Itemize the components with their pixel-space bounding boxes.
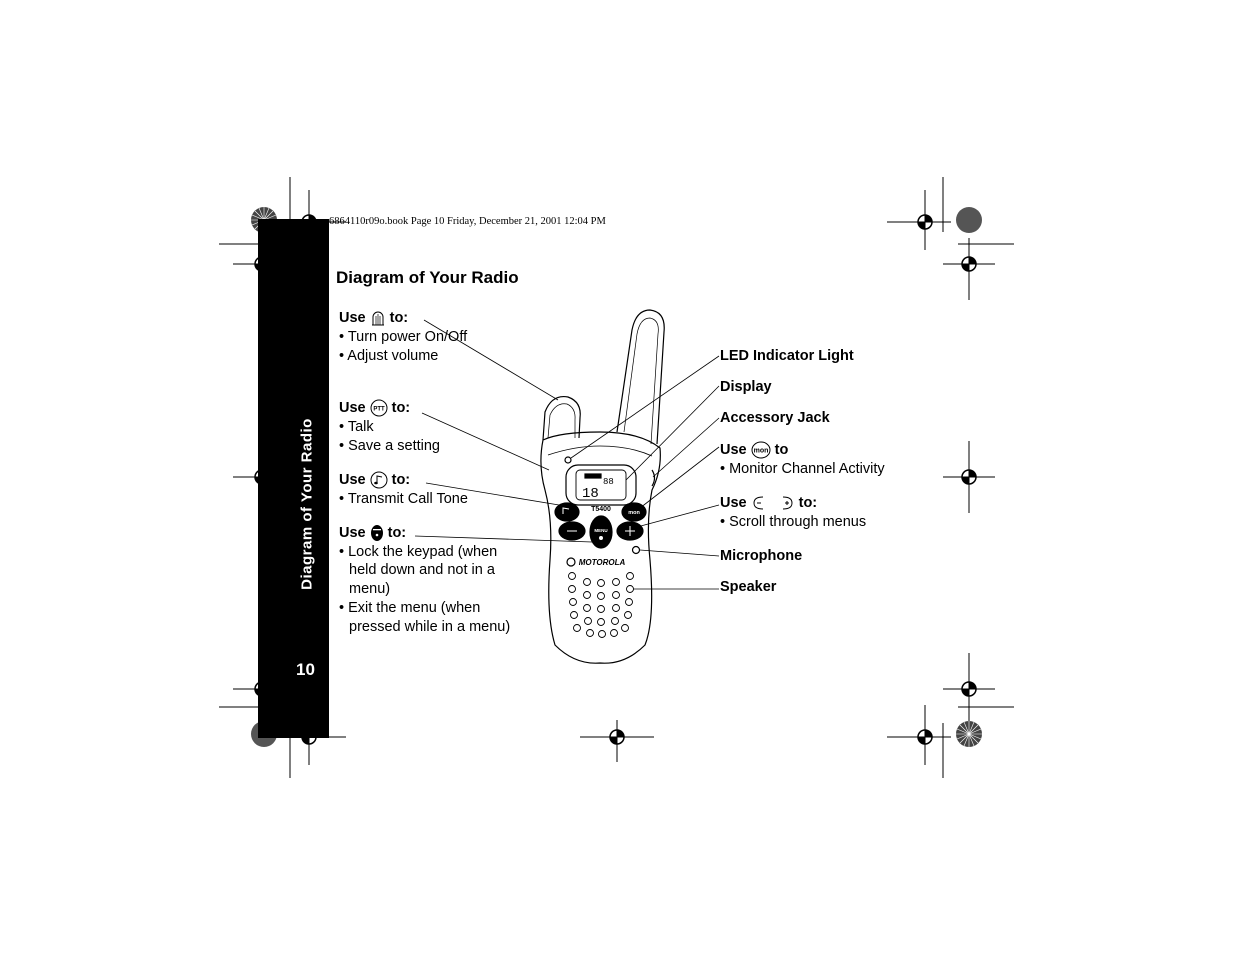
to-word: to:: [387, 525, 407, 541]
call-tone-block: Use to: • Transmit Call Tone: [339, 471, 509, 508]
list-item: • Turn power On/Off: [339, 328, 468, 345]
led-indicator: [564, 456, 572, 464]
menu-button-icon: [370, 524, 384, 542]
list-item: • Talk: [339, 418, 374, 435]
keypad: [568, 572, 634, 638]
ptt-block: Use PTT to: • Talk • Save a setting: [339, 399, 499, 456]
scroll-buttons-icon: [751, 495, 795, 511]
microphone-label: Microphone: [720, 548, 803, 564]
use-word: Use: [339, 472, 366, 488]
motorola-logo: [566, 557, 576, 567]
scroll-block: Use to: • Scroll through menus: [720, 494, 920, 531]
volume-knob-icon: [370, 310, 386, 326]
model-label: T5400: [591, 506, 611, 513]
call-tone-button: [554, 502, 580, 522]
brand-label: MOTOROLA: [579, 558, 626, 567]
use-word: Use: [339, 310, 366, 326]
mon-button-label: mon: [628, 510, 640, 516]
ptt-button-icon: PTT: [370, 399, 388, 417]
menu-button: [589, 515, 613, 549]
to-word: to:: [391, 400, 411, 416]
svg-text:mon: mon: [753, 448, 768, 455]
radio-body: [540, 431, 661, 664]
microphone-hole: [631, 545, 641, 555]
svg-text:PTT: PTT: [373, 407, 385, 413]
menu-block: Use to: • Lock the keypad (when held dow…: [339, 524, 511, 636]
list-item: • Adjust volume: [339, 348, 439, 364]
speaker-label: Speaker: [720, 579, 777, 595]
use-word: Use: [339, 400, 366, 416]
volume-knob: [542, 395, 581, 441]
leader-lines: [414, 319, 720, 590]
list-item: • Exit the menu (when pressed while in a…: [339, 600, 511, 635]
page-number: 10: [296, 660, 315, 679]
to-word: to:: [798, 495, 818, 511]
use-word: Use: [339, 525, 366, 541]
to-word: to:: [391, 472, 411, 488]
list-item: • Transmit Call Tone: [339, 490, 468, 507]
accessory-jack-label: Accessory Jack: [720, 410, 830, 426]
use-word: Use: [720, 442, 747, 458]
monitor-button-icon: mon: [751, 441, 771, 459]
display-digits-small: 88: [603, 477, 614, 487]
display-digits: 18: [582, 486, 599, 502]
menu-button-label: MENU: [594, 528, 607, 533]
list-item: • Scroll through menus: [720, 513, 867, 530]
display-screen: [575, 469, 627, 501]
sidebar-tab: [258, 219, 329, 738]
antenna: [616, 309, 665, 445]
monitor-block: Use mon to • Monitor Channel Activity: [720, 441, 920, 478]
accessory-jack: [651, 469, 656, 487]
page-title: Diagram of Your Radio: [336, 268, 519, 287]
print-header-line: 6864110r09o.book Page 10 Friday, Decembe…: [329, 216, 606, 227]
list-item: • Monitor Channel Activity: [720, 460, 885, 477]
call-tone-button-icon: [370, 471, 388, 489]
led-indicator-label: LED Indicator Light: [720, 348, 854, 364]
to-word: to:: [389, 310, 409, 326]
volume-knob-block: Use to: • Turn power On/Off • Adjust vol…: [339, 309, 499, 366]
display-bezel: [565, 464, 637, 506]
list-item: • Lock the keypad (when held down and no…: [339, 543, 498, 597]
use-word: Use: [720, 495, 747, 511]
display-label: Display: [720, 379, 772, 395]
to-word: to: [774, 442, 789, 458]
list-item: • Save a setting: [339, 438, 440, 454]
